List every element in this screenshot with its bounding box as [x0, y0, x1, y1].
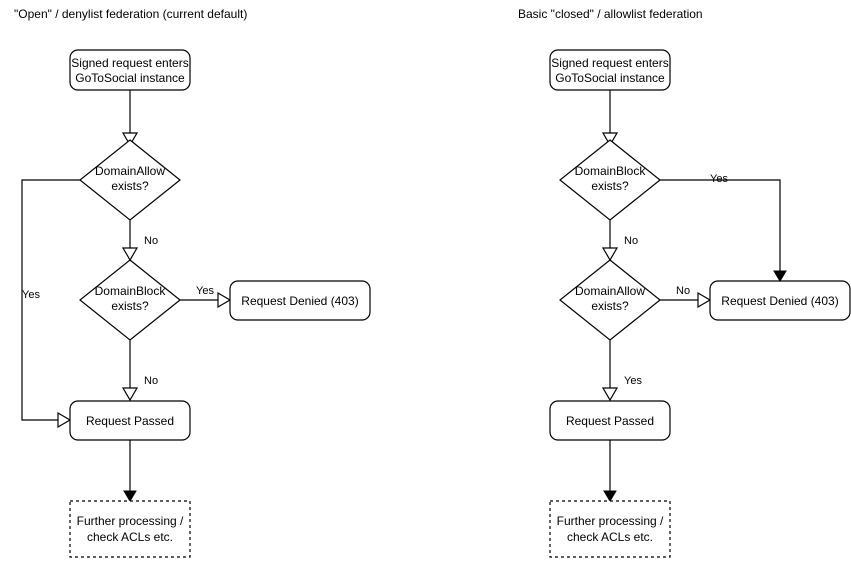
arrowhead-open	[601, 247, 619, 262]
node-request-passed-left: Request Passed	[69, 400, 191, 441]
request-denied-label: Request Denied (403)	[721, 294, 838, 308]
edge-label-decision1-yes: Yes	[710, 173, 728, 185]
node-decision-domainblock-left: DomainBlock exists?	[79, 259, 181, 341]
node-request-denied-left: Request Denied (403)	[229, 280, 371, 321]
decision2-label-line2: exists?	[591, 299, 629, 313]
decision1-label-line1: DomainBlock	[575, 164, 647, 178]
request-denied-box-shape	[229, 280, 371, 321]
request-denied-label: Request Denied (403)	[241, 294, 358, 308]
decision2-label-line1: DomainAllow	[575, 284, 645, 298]
arrowhead-open	[57, 411, 72, 429]
edge-label-decision1-no: No	[624, 235, 638, 247]
edge-start-to-decision1-right	[601, 90, 619, 147]
arrowhead-solid	[123, 490, 137, 502]
node-start-right: Signed request enters GoToSocial instanc…	[549, 49, 671, 91]
edge-label-decision1-no: No	[144, 235, 158, 247]
start-box-label-line1: Signed request enters	[551, 56, 668, 70]
edge-decision1-no-left: No	[121, 220, 158, 262]
edge-label-decision2-no: No	[144, 375, 158, 387]
start-box-label-line2: GoToSocial instance	[555, 71, 665, 85]
request-passed-label: Request Passed	[566, 414, 654, 428]
further-processing-label-line1: Further processing /	[557, 514, 664, 528]
panel-title-right: Basic "closed" / allowlist federation	[518, 7, 703, 21]
node-start-left: Signed request enters GoToSocial instanc…	[69, 49, 191, 91]
further-processing-label-line2: check ACLs etc.	[567, 530, 653, 544]
node-decision-domainallow-left: DomainAllow exists?	[79, 139, 181, 221]
edge-label-decision2-yes: Yes	[624, 375, 642, 387]
panel-closed-allowlist: Basic "closed" / allowlist federation Si…	[518, 7, 851, 558]
arrowhead-open	[121, 247, 139, 262]
decision1-label-line1: DomainAllow	[95, 164, 165, 178]
edge-label-decision2-no: No	[676, 285, 690, 297]
edge-decision1-yes-left: Yes	[21, 179, 80, 429]
panel-open-denylist: "Open" / denylist federation (current de…	[14, 7, 371, 558]
edge-passed-to-further-right	[603, 440, 617, 502]
arrowhead-open	[217, 291, 232, 309]
start-box-label-line2: GoToSocial instance	[75, 71, 185, 85]
panel-title-left: "Open" / denylist federation (current de…	[14, 7, 247, 21]
further-processing-label-line2: check ACLs etc.	[87, 530, 173, 544]
edge-decision2-no-right: No	[660, 285, 712, 309]
further-processing-label-line1: Further processing /	[77, 514, 184, 528]
further-processing-box-shape	[69, 500, 191, 558]
request-denied-box-shape	[709, 280, 851, 321]
node-further-processing-left: Further processing / check ACLs etc.	[69, 500, 191, 558]
arrowhead-solid	[773, 270, 787, 282]
node-decision-domainblock-right: DomainBlock exists?	[559, 139, 661, 221]
decision1-label-line2: exists?	[111, 179, 149, 193]
arrowhead-open	[121, 132, 139, 147]
arrowhead-open	[121, 387, 139, 402]
arrowhead-open	[601, 132, 619, 147]
edge-decision1-yes-right: Yes	[660, 173, 787, 282]
node-request-denied-right: Request Denied (403)	[709, 280, 851, 321]
node-further-processing-right: Further processing / check ACLs etc.	[549, 500, 671, 558]
node-request-passed-right: Request Passed	[549, 400, 671, 441]
arrowhead-solid	[603, 490, 617, 502]
arrowhead-open	[697, 291, 712, 309]
edge-decision2-no-left: No	[121, 340, 158, 402]
arrowhead-open	[601, 387, 619, 402]
edge-passed-to-further-left	[123, 440, 137, 502]
decision1-label-line2: exists?	[591, 179, 629, 193]
edge-label-decision2-yes: Yes	[196, 285, 214, 297]
decision2-label-line1: DomainBlock	[95, 284, 167, 298]
decision2-label-line2: exists?	[111, 299, 149, 313]
edge-decision2-yes-right: Yes	[601, 340, 642, 402]
start-box-label-line1: Signed request enters	[71, 56, 188, 70]
edge-start-to-decision1-left	[121, 90, 139, 147]
node-decision-domainallow-right: DomainAllow exists?	[559, 259, 661, 341]
edge-label-decision1-yes: Yes	[22, 289, 40, 301]
request-passed-label: Request Passed	[86, 414, 174, 428]
edge-decision1-no-right: No	[601, 220, 638, 262]
edge-decision2-yes-left: Yes	[180, 285, 232, 309]
further-processing-box-shape	[549, 500, 671, 558]
